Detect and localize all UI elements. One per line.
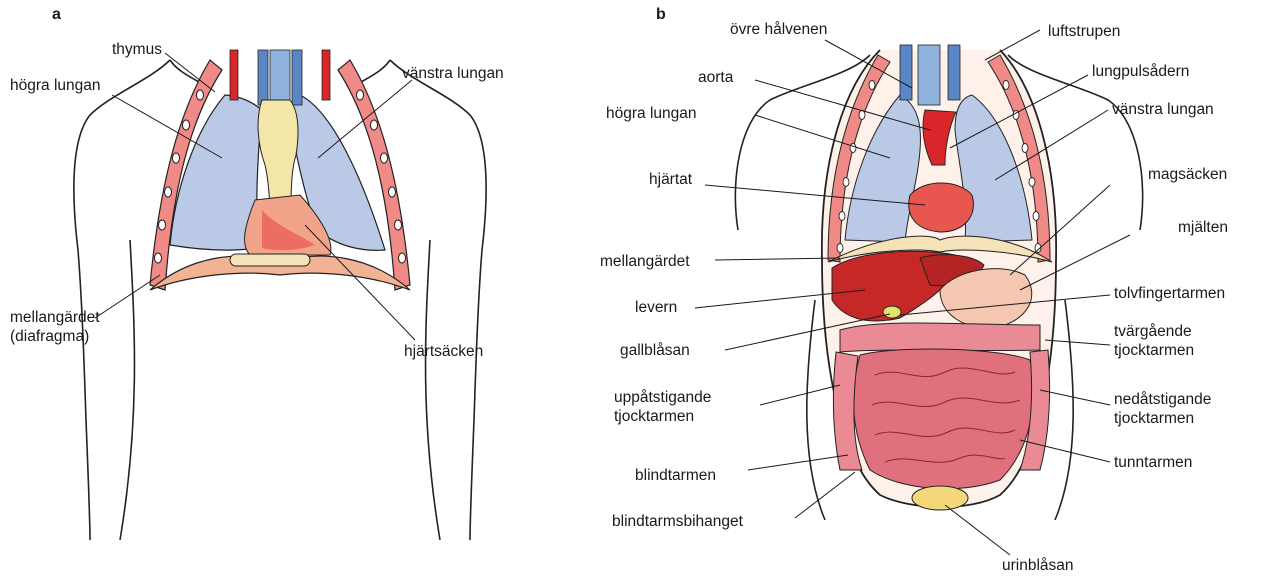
transverse-colon-shape: [840, 323, 1040, 352]
label-heart: hjärtat: [649, 170, 692, 189]
label-trachea: luftstrupen: [1048, 22, 1120, 41]
label-spleen: mjälten: [1178, 218, 1228, 237]
label-transverse-colon: tvärgående tjocktarmen: [1114, 322, 1194, 360]
label-descending-colon: nedåtstigande tjocktarmen: [1114, 390, 1211, 428]
label-stomach: magsäcken: [1148, 165, 1227, 184]
panel-b: b övre hålvenen luftstrupen aorta lungpu…: [600, 0, 1275, 582]
label-gallbladder: gallblåsan: [620, 341, 690, 360]
label-bladder: urinblåsan: [1002, 556, 1074, 575]
heart-shape: [909, 183, 974, 232]
label-duodenum: tolvfingertarmen: [1114, 284, 1225, 303]
gallbladder-shape: [883, 306, 901, 318]
panel-a: a thymus högra lungan vänstra lungan mel…: [0, 0, 600, 582]
label-right-lung-a: högra lungan: [10, 76, 101, 95]
panel-label-a: a: [52, 6, 61, 24]
label-left-lung-b: vänstra lungan: [1112, 100, 1214, 119]
label-aorta: aorta: [698, 68, 733, 87]
bladder-shape: [912, 486, 968, 510]
label-liver: levern: [635, 298, 677, 317]
label-ascending-colon: uppåtstigande tjocktarmen: [614, 388, 711, 426]
label-cecum: blindtarmen: [635, 466, 716, 485]
label-right-lung-b: högra lungan: [606, 104, 697, 123]
label-pulm-artery: lungpulsådern: [1092, 62, 1189, 81]
label-small-intestine: tunntarmen: [1114, 453, 1192, 472]
label-diaphragm-a: mellangärdet (diafragma): [10, 308, 100, 346]
label-svc: övre hålvenen: [730, 20, 827, 39]
small-intestine-shape: [853, 349, 1033, 489]
label-left-lung-a: vänstra lungan: [402, 64, 504, 83]
panel-label-b: b: [656, 6, 666, 24]
label-thymus: thymus: [112, 40, 162, 59]
label-diaphragm-b: mellangärdet: [600, 252, 690, 271]
label-appendix: blindtarmsbihanget: [612, 512, 743, 531]
label-pericardium: hjärtsäcken: [404, 342, 483, 361]
